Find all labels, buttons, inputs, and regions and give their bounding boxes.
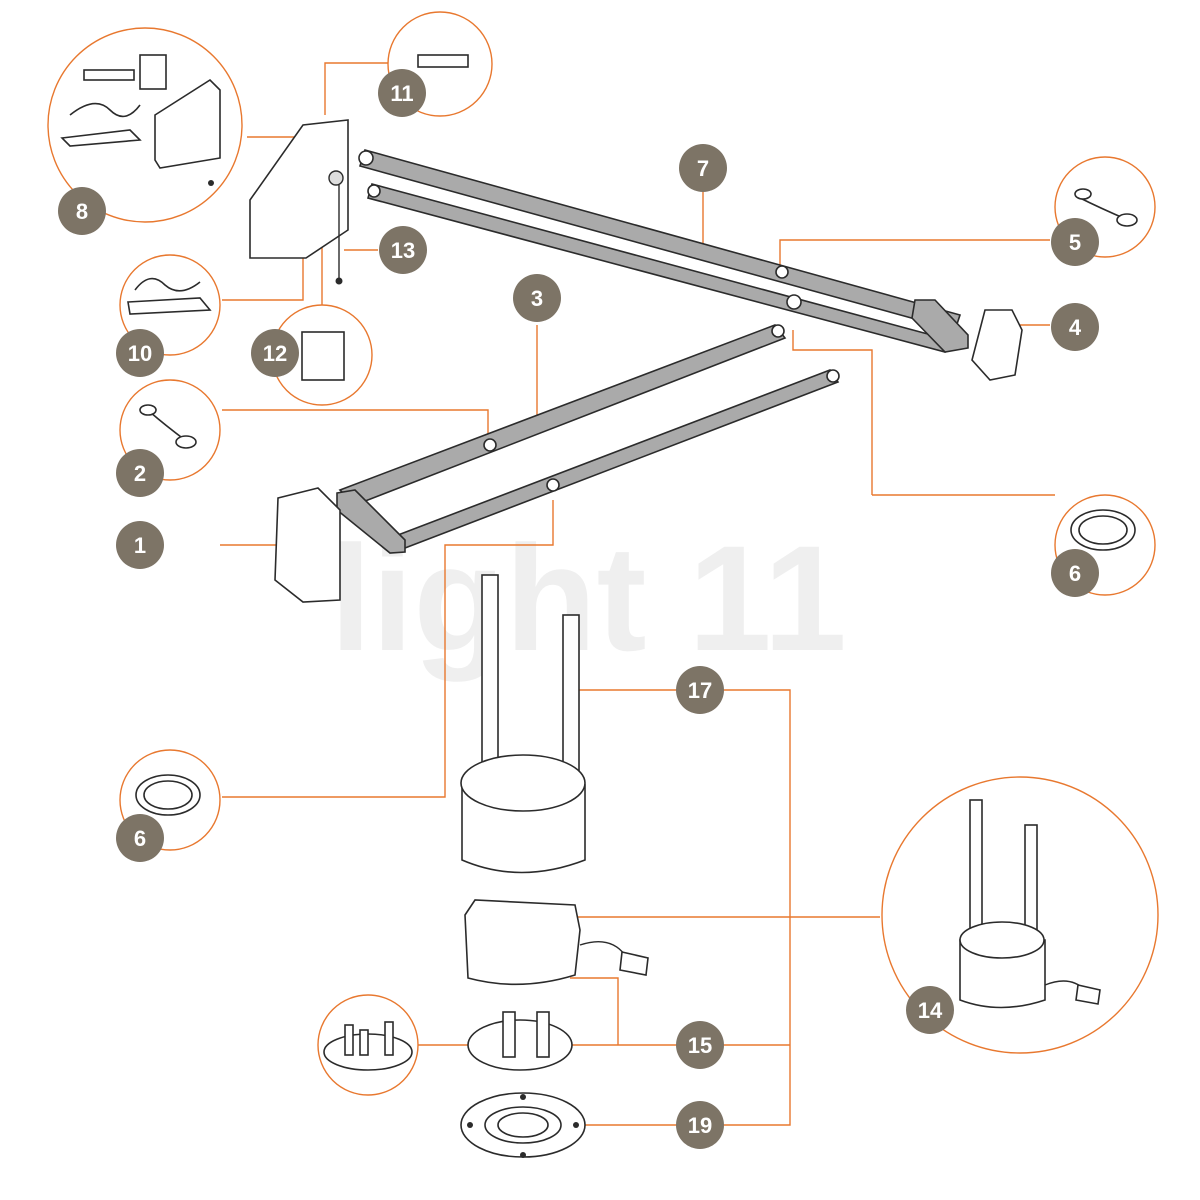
part-4-head-cap xyxy=(971,309,1023,381)
part-17-rod-right xyxy=(562,614,580,786)
part-8-block xyxy=(249,119,349,259)
callout-badge-12: 12 xyxy=(251,329,299,377)
callout-badge-8: 8 xyxy=(58,187,106,235)
svg-text:6: 6 xyxy=(134,826,146,851)
svg-text:6: 6 xyxy=(1069,561,1081,586)
callout-badge-4: 4 xyxy=(1051,303,1099,351)
svg-text:4: 4 xyxy=(1069,315,1082,340)
svg-text:8: 8 xyxy=(76,199,88,224)
callout-badge-14: 14 xyxy=(906,986,954,1034)
svg-text:15: 15 xyxy=(688,1033,712,1058)
leader-lines xyxy=(220,62,1055,1126)
part-15-plate xyxy=(467,1019,573,1071)
callout-badge-13: 13 xyxy=(379,226,427,274)
callout-badge-7: 7 xyxy=(679,144,727,192)
svg-text:13: 13 xyxy=(391,238,415,263)
callout-badge-6-right: 6 xyxy=(1051,549,1099,597)
svg-text:1: 1 xyxy=(134,533,146,558)
callout-badge-10: 10 xyxy=(116,329,164,377)
callout-badge-19: 19 xyxy=(676,1101,724,1149)
callout-badge-5: 5 xyxy=(1051,218,1099,266)
callout-badge-15: 15 xyxy=(676,1021,724,1069)
svg-text:14: 14 xyxy=(918,998,943,1023)
callout-badge-17: 17 xyxy=(676,666,724,714)
part-17-rod-left xyxy=(481,574,499,786)
svg-text:10: 10 xyxy=(128,341,152,366)
svg-text:19: 19 xyxy=(688,1113,712,1138)
bubble-14 xyxy=(881,776,1159,1054)
svg-text:11: 11 xyxy=(390,81,413,106)
callout-badge-11: 11 xyxy=(378,69,426,117)
callout-badge-1: 1 xyxy=(116,521,164,569)
part-15-switch-unit xyxy=(464,899,581,986)
callout-badge-6-left: 6 xyxy=(116,814,164,862)
svg-text:5: 5 xyxy=(1069,230,1081,255)
callout-badge-3: 3 xyxy=(513,274,561,322)
svg-text:17: 17 xyxy=(688,678,712,703)
parts xyxy=(249,119,1023,1158)
callout-badge-2: 2 xyxy=(116,449,164,497)
part-7-lower-bar xyxy=(367,183,952,353)
svg-text:12: 12 xyxy=(263,341,287,366)
svg-text:3: 3 xyxy=(531,286,543,311)
svg-text:2: 2 xyxy=(134,461,146,486)
svg-text:7: 7 xyxy=(697,156,709,181)
badges: 1 2 3 4 5 6 6 7 8 10 11 12 13 14 15 17 1… xyxy=(58,69,1099,1149)
part-1-end-cap xyxy=(274,487,341,603)
